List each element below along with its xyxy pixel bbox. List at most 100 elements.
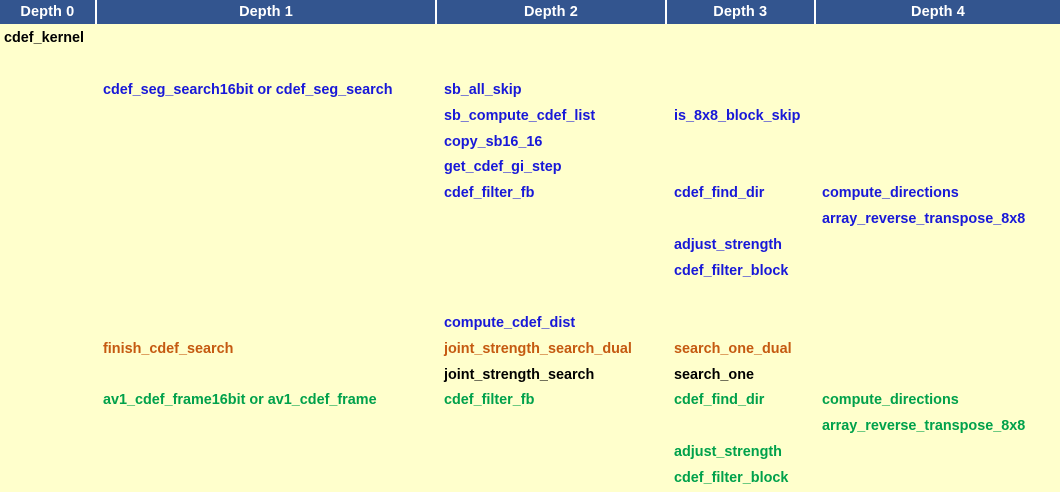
table-row: joint_strength_search search_one (0, 363, 1060, 389)
empty-cell-depth-1 (97, 363, 437, 389)
function-cell-depth-4: compute_directions (822, 185, 959, 202)
table-row: sb_compute_cdef_list is_8x8_block_skip (0, 104, 1060, 130)
empty-cell-depth-2 (437, 207, 667, 233)
empty-cell-depth-4 (817, 78, 1060, 104)
empty-cell-depth-0 (0, 440, 97, 466)
function-cell-depth-3: adjust_strength (674, 237, 782, 254)
function-cell-depth-1: av1_cdef_frame16bit or av1_cdef_frame (103, 392, 377, 409)
table-row: cdef_filter_block (0, 466, 1060, 492)
empty-cell-depth-1 (97, 104, 437, 130)
empty-cell-depth-1 (97, 26, 437, 52)
empty-cell-depth-0 (0, 233, 97, 259)
table-row: compute_cdef_dist (0, 311, 1060, 337)
function-cell-depth-4: array_reverse_transpose_8x8 (822, 418, 1026, 435)
empty-cell-depth-2 (437, 440, 667, 466)
function-cell-depth-4: array_reverse_transpose_8x8 (822, 211, 1026, 228)
empty-cell-depth-0 (0, 311, 97, 337)
function-cell-depth-2: sb_compute_cdef_list (444, 107, 596, 124)
empty-cell-depth-0 (0, 181, 97, 207)
table-row: av1_cdef_frame16bit or av1_cdef_frame cde… (0, 388, 1060, 414)
empty-cell-depth-3 (667, 78, 817, 104)
empty-cell-depth-4 (817, 52, 1060, 78)
empty-cell-depth-0 (0, 388, 97, 414)
empty-cell-depth-2 (437, 52, 667, 78)
function-cell-depth-2: cdef_filter_fb (444, 185, 535, 202)
empty-cell-depth-4 (817, 259, 1060, 285)
empty-cell-depth-1 (97, 285, 437, 311)
function-cell-depth-2: compute_cdef_dist (444, 314, 576, 331)
function-cell-depth-3: search_one (674, 366, 754, 383)
empty-cell-depth-4 (817, 155, 1060, 181)
column-header-depth-4: Depth 4 (815, 0, 1060, 24)
empty-cell-depth-3 (667, 207, 817, 233)
function-cell-depth-3: is_8x8_block_skip (674, 107, 801, 124)
empty-cell-depth-3 (667, 52, 817, 78)
empty-cell-depth-4 (817, 104, 1060, 130)
empty-cell-depth-2 (437, 233, 667, 259)
empty-cell-depth-2 (437, 285, 667, 311)
empty-cell-depth-0 (0, 104, 97, 130)
table-row (0, 52, 1060, 78)
empty-cell-depth-2 (437, 466, 667, 492)
function-cell-depth-2: joint_strength_search (444, 366, 595, 383)
empty-cell-depth-2 (437, 259, 667, 285)
function-cell-depth-2: sb_all_skip (444, 81, 522, 98)
empty-cell-depth-1 (97, 52, 437, 78)
empty-cell-depth-0 (0, 466, 97, 492)
empty-cell-depth-0 (0, 207, 97, 233)
empty-cell-depth-4 (817, 311, 1060, 337)
function-cell-depth-3: cdef_find_dir (674, 392, 765, 409)
empty-cell-depth-0 (0, 285, 97, 311)
empty-cell-depth-1 (97, 130, 437, 156)
empty-cell-depth-3 (667, 311, 817, 337)
column-header-depth-0: Depth 0 (0, 0, 95, 24)
empty-cell-depth-1 (97, 181, 437, 207)
function-cell-depth-1: cdef_seg_search16bit or cdef_seg_search (103, 81, 393, 98)
empty-cell-depth-0 (0, 337, 97, 363)
function-cell-depth-4: compute_directions (822, 392, 959, 409)
empty-cell-depth-4 (817, 363, 1060, 389)
function-cell-depth-0: cdef_kernel (4, 30, 84, 46)
empty-cell-depth-0 (0, 414, 97, 440)
table-row: cdef_filter_block (0, 259, 1060, 285)
function-cell-depth-2: cdef_filter_fb (444, 392, 535, 409)
table-body: cdef_kernel cdef_seg_search16bit or cdef_… (0, 26, 1060, 486)
table-row: adjust_strength (0, 233, 1060, 259)
empty-cell-depth-3 (667, 414, 817, 440)
empty-cell-depth-3 (667, 26, 817, 52)
empty-cell-depth-0 (0, 78, 97, 104)
empty-cell-depth-3 (667, 130, 817, 156)
empty-cell-depth-4 (817, 440, 1060, 466)
empty-cell-depth-1 (97, 233, 437, 259)
empty-cell-depth-3 (667, 155, 817, 181)
table-row: finish_cdef_search joint_strength_search_… (0, 337, 1060, 363)
table-header-row: Depth 0 Depth 1 Depth 2 Depth 3 Depth 4 (0, 0, 1060, 24)
function-cell-depth-3: cdef_filter_block (674, 470, 789, 487)
column-header-depth-2: Depth 2 (437, 0, 665, 24)
empty-cell-depth-1 (97, 414, 437, 440)
function-cell-depth-2: copy_sb16_16 (444, 133, 543, 150)
empty-cell-depth-0 (0, 155, 97, 181)
empty-cell-depth-0 (0, 259, 97, 285)
empty-cell-depth-2 (437, 26, 667, 52)
table-row: cdef_kernel (0, 26, 1060, 52)
empty-cell-depth-2 (437, 414, 667, 440)
empty-cell-depth-4 (817, 337, 1060, 363)
function-cell-depth-3: search_one_dual (674, 340, 792, 357)
empty-cell-depth-4 (817, 466, 1060, 492)
table-row: array_reverse_transpose_8x8 (0, 414, 1060, 440)
empty-cell-depth-0 (0, 130, 97, 156)
column-header-depth-3: Depth 3 (666, 0, 814, 24)
function-cell-depth-2: joint_strength_search_dual (444, 340, 632, 357)
empty-cell-depth-1 (97, 259, 437, 285)
empty-cell-depth-4 (817, 233, 1060, 259)
empty-cell-depth-0 (0, 52, 97, 78)
empty-cell-depth-1 (97, 207, 437, 233)
function-cell-depth-2: get_cdef_gi_step (444, 159, 562, 176)
function-cell-depth-1: finish_cdef_search (103, 340, 234, 357)
empty-cell-depth-4 (817, 26, 1060, 52)
empty-cell-depth-1 (97, 440, 437, 466)
function-cell-depth-3: cdef_filter_block (674, 263, 789, 280)
table-row: array_reverse_transpose_8x8 (0, 207, 1060, 233)
